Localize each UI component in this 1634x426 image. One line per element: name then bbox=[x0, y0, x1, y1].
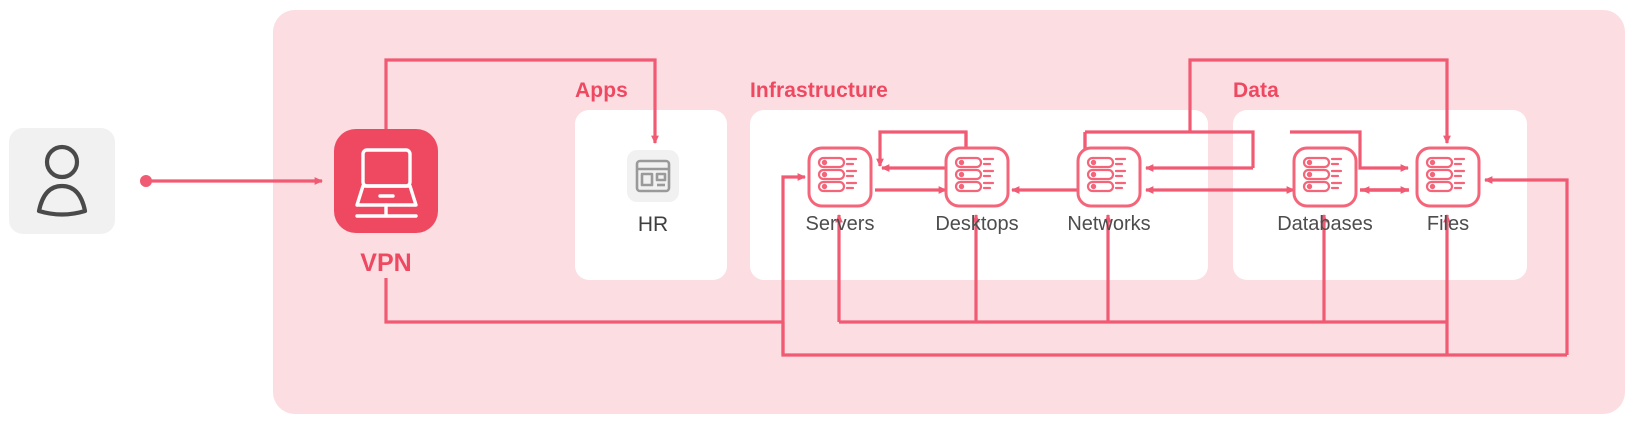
node-label-hr: HR bbox=[637, 213, 669, 236]
group-title-apps: Apps bbox=[575, 79, 628, 102]
files-box bbox=[1415, 146, 1481, 208]
node-servers[interactable] bbox=[807, 146, 873, 208]
user-icon bbox=[36, 144, 88, 217]
edge-user-origin-dot bbox=[140, 175, 152, 187]
desktops-box bbox=[944, 146, 1010, 208]
networks-box bbox=[1076, 146, 1142, 208]
data-group-card bbox=[1233, 110, 1527, 280]
vpn-label: VPN bbox=[360, 249, 412, 277]
edge-vpn-to-hr bbox=[384, 58, 659, 144]
laptop-icon bbox=[355, 148, 418, 218]
node-label-networks: Networks bbox=[1067, 213, 1151, 235]
edge-vpn-to-bottom-bus bbox=[384, 278, 783, 324]
vpn-tile bbox=[334, 129, 438, 233]
node-files[interactable] bbox=[1415, 146, 1481, 208]
server-stack-icon bbox=[1302, 156, 1343, 193]
server-stack-icon bbox=[1425, 156, 1466, 193]
node-label-files: Files bbox=[1426, 213, 1470, 235]
server-stack-icon bbox=[954, 156, 995, 193]
node-label-desktops: Desktops bbox=[935, 213, 1019, 235]
group-title-infrastructure: Infrastructure bbox=[750, 79, 888, 102]
node-hr[interactable] bbox=[627, 150, 679, 202]
databases-box bbox=[1292, 146, 1358, 208]
edge-bus-to-servers bbox=[781, 173, 806, 355]
edge-networks-to-files bbox=[1188, 58, 1451, 144]
group-title-data: Data bbox=[1233, 79, 1279, 102]
edge-bus-right-to-files bbox=[1484, 176, 1569, 355]
edge-databases-to-networks bbox=[1085, 130, 1255, 168]
node-desktops[interactable] bbox=[944, 146, 1010, 208]
node-networks[interactable] bbox=[1076, 146, 1142, 208]
server-stack-icon bbox=[1086, 156, 1127, 193]
servers-box bbox=[807, 146, 873, 208]
user-node[interactable] bbox=[9, 128, 115, 234]
server-stack-icon bbox=[817, 156, 858, 193]
node-label-databases: Databases bbox=[1277, 213, 1373, 235]
vpn-node[interactable] bbox=[334, 129, 438, 233]
dashboard-icon bbox=[635, 159, 671, 193]
edge-bus-lower-left-stub bbox=[781, 322, 1567, 357]
edge-databases-to-files-top bbox=[1290, 130, 1409, 172]
user-tile bbox=[9, 128, 115, 234]
node-databases[interactable] bbox=[1292, 146, 1358, 208]
node-label-servers: Servers bbox=[805, 213, 875, 235]
